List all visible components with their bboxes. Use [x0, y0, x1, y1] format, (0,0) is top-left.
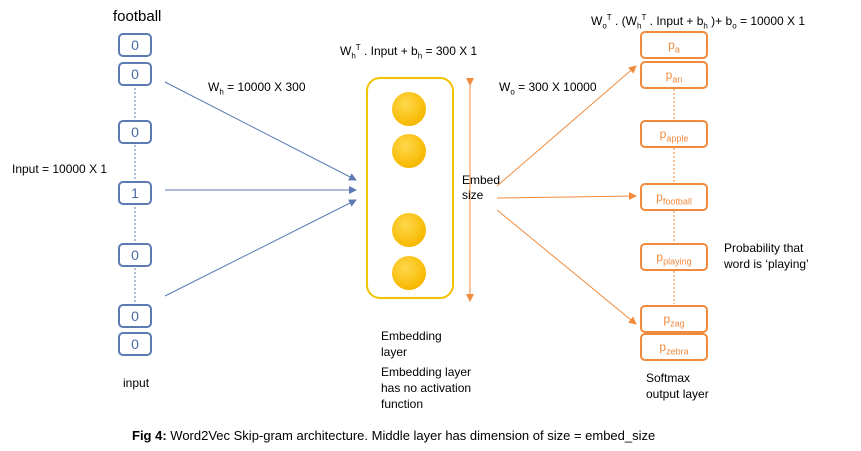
- input-cell: 0: [118, 304, 152, 328]
- input-cell: 0: [118, 62, 152, 86]
- output-arrow-bottom: [496, 209, 637, 325]
- softmax-caption: Softmax output layer: [646, 371, 709, 401]
- output-prob-zag: pzag: [640, 305, 708, 333]
- input-arrow-top: [164, 81, 357, 181]
- input-cell: 0: [118, 243, 152, 267]
- output-prob-an: pan: [640, 61, 708, 89]
- figure-caption: Fig 4: Word2Vec Skip-gram architecture. …: [132, 428, 656, 443]
- hidden-layer-equation: WhT . Input + bh = 300 X 1: [340, 43, 478, 61]
- embedding-note: Embedding layer has no activation functi…: [381, 365, 472, 411]
- input-caption: input: [123, 376, 150, 390]
- output-prob-a: pa: [640, 31, 708, 59]
- embedding-neuron: [392, 256, 426, 290]
- embedding-neuron: [392, 213, 426, 247]
- embed-size-label: Embed size: [462, 173, 501, 202]
- wh-label: Wh = 10000 X 300: [208, 80, 306, 97]
- embedding-neuron: [392, 134, 426, 168]
- input-cell: 0: [118, 332, 152, 356]
- input-size-label: Input = 10000 X 1: [12, 162, 108, 176]
- embedding-neuron: [392, 92, 426, 126]
- output-prob-apple: papple: [640, 120, 708, 148]
- input-word-label: football: [113, 8, 162, 25]
- input-cell: 0: [118, 33, 152, 57]
- input-arrow-bottom: [164, 199, 357, 297]
- output-arrow-middle: [496, 192, 637, 201]
- embedding-caption: Embedding layer: [381, 329, 442, 359]
- output-prob-football: pfootball: [640, 183, 708, 211]
- input-cell: 0: [118, 120, 152, 144]
- output-arrow-top: [496, 65, 637, 187]
- probability-note: Probability that word is ‘playing’: [724, 241, 809, 271]
- output-layer-equation: WoT . (WhT . Input + bh )+ bo = 10000 X …: [591, 13, 806, 31]
- input-cell: 1: [118, 181, 152, 205]
- output-prob-playing: pplaying: [640, 243, 708, 271]
- wo-label: Wo = 300 X 10000: [499, 80, 597, 97]
- output-prob-zebra: pzebra: [640, 333, 708, 361]
